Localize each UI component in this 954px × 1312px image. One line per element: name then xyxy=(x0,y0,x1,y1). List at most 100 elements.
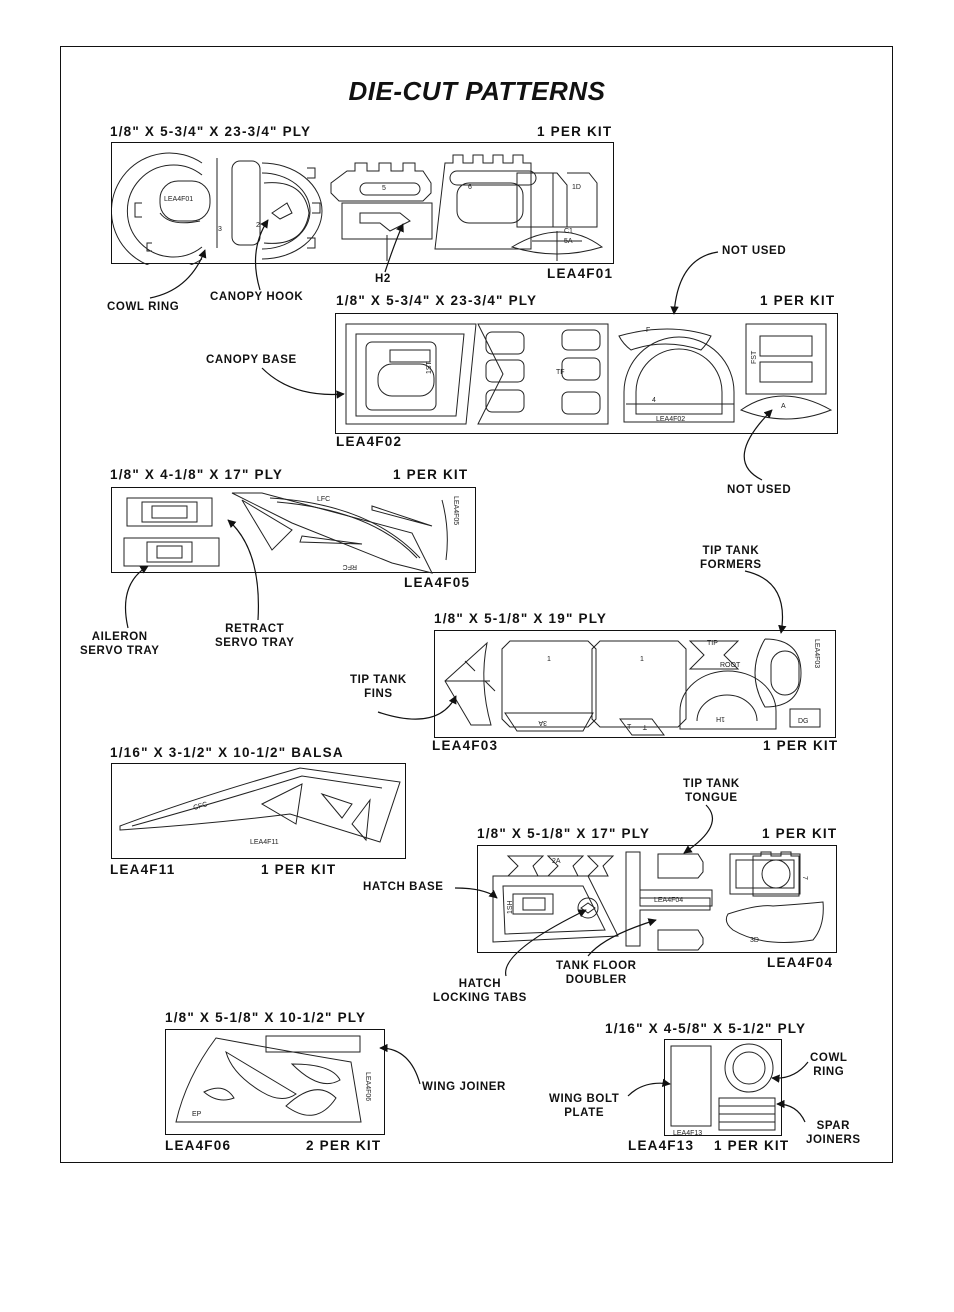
f11-mark-cfc: CFC xyxy=(193,801,209,812)
f02-mark-lea4f02: LEA4F02 xyxy=(656,416,685,423)
retract-servo-tray-line2: SERVO TRAY xyxy=(215,637,295,649)
f11-part-id: LEA4F11 xyxy=(110,862,176,877)
aileron-servo-tray-line2: SERVO TRAY xyxy=(80,645,160,657)
tip-tank-fins-line1: TIP TANK xyxy=(350,674,407,686)
f03-mark-root: ROOT xyxy=(720,662,741,669)
f05-part-id: LEA4F05 xyxy=(404,575,471,590)
f01-part-id: LEA4F01 xyxy=(547,266,614,281)
f11-parts-drawing: CFC LEA4F11 xyxy=(119,767,401,846)
retract-servo-tray-callout: RETRACT SERVO TRAY xyxy=(215,622,295,650)
not-used-top-callout: NOT USED xyxy=(722,245,787,257)
tank-floor-doubler-line2: DOUBLER xyxy=(565,974,627,986)
f06-part-id: LEA4F06 xyxy=(165,1138,232,1153)
f01-mark-2: 2 xyxy=(256,222,260,229)
hatch-locking-tabs-callout: HATCH LOCKING TABS xyxy=(433,977,527,1005)
f03-mark-1b: 1 xyxy=(640,656,644,663)
f13-mark-lea4f13: LEA4F13 xyxy=(673,1130,702,1137)
f04-mark-lea4f04: LEA4F04 xyxy=(654,897,683,904)
f02-part-id: LEA4F02 xyxy=(336,434,403,449)
f06-mark-ep: EP xyxy=(192,1111,202,1118)
f01-parts-drawing: LEA4F01 3 2 5 6 1D C1 5A xyxy=(112,152,604,265)
f01-mark-1d: 1D xyxy=(572,184,581,191)
canopy-hook-callout: CANOPY HOOK xyxy=(210,291,304,303)
f11-sheet: CFC LEA4F11 xyxy=(111,763,406,859)
f04-sheet: 2A 1SH LEA4F04 7 3D xyxy=(477,845,837,953)
f13-material-label: 1/16" X 4-5/8" X 5-1/2" PLY xyxy=(605,1021,807,1036)
f01-mark-3: 3 xyxy=(218,226,222,233)
retract-servo-tray-line1: RETRACT xyxy=(225,623,285,635)
f06-mark-lea4f06: LEA4F06 xyxy=(364,1072,371,1101)
f04-part-id: LEA4F04 xyxy=(767,955,834,970)
f03-parts-drawing: 1 1 3A T T TIP ROOT 1H DG LEA4F03 xyxy=(444,638,821,736)
f03-mark-3a: 3A xyxy=(538,719,547,726)
tip-tank-formers-callout: TIP TANK FORMERS xyxy=(700,544,762,572)
f05-mark-lea4f05: LEA4F05 xyxy=(452,496,459,525)
tip-tank-tongue-line1: TIP TANK xyxy=(683,778,740,790)
f03-mark-lea4f03: LEA4F03 xyxy=(813,639,820,668)
f02-mark-fst: FST xyxy=(751,350,758,364)
f01-mark-c1: C1 xyxy=(564,228,573,235)
page-border xyxy=(60,46,893,1163)
aileron-servo-tray-callout: AILERON SERVO TRAY xyxy=(80,630,160,658)
tank-floor-doubler-callout: TANK FLOOR DOUBLER xyxy=(556,959,637,987)
tip-tank-tongue-line2: TONGUE xyxy=(685,792,738,804)
f02-mark-f: F xyxy=(646,327,650,334)
f13-sheet: LEA4F13 xyxy=(664,1039,782,1137)
f01-material-label: 1/8" X 5-3/4" X 23-3/4" PLY xyxy=(110,124,312,139)
canopy-base-callout: CANOPY BASE xyxy=(206,354,297,366)
spar-joiners-line2: JOINERS xyxy=(806,1134,861,1146)
f06-sheet: EP LEA4F06 xyxy=(165,1029,385,1135)
f01-mark-5a: 5A xyxy=(564,238,573,245)
f05-mark-rfc: RFC xyxy=(343,563,357,570)
wing-bolt-plate-line1: WING BOLT xyxy=(549,1093,620,1105)
f02-material-label: 1/8" X 5-3/4" X 23-3/4" PLY xyxy=(336,293,538,308)
f03-mark-1h: 1H xyxy=(716,715,725,722)
f04-material-label: 1/8" X 5-1/8" X 17" PLY xyxy=(477,826,651,841)
f11-material-label: 1/16" X 3-1/2" X 10-1/2" BALSA xyxy=(110,745,344,760)
f05-qty-label: 1 PER KIT xyxy=(393,467,469,482)
f11-mark-lea4f11: LEA4F11 xyxy=(250,839,279,846)
f01-sheet: LEA4F01 3 2 5 6 1D C1 5A xyxy=(111,142,614,265)
f01-mark-5: 5 xyxy=(382,185,386,192)
hatch-locking-tabs-line2: LOCKING TABS xyxy=(433,992,527,1004)
cowl-ring-small-line1: COWL xyxy=(810,1052,848,1064)
page-title: DIE-CUT PATTERNS xyxy=(348,76,606,106)
f02-mark-a: A xyxy=(781,403,786,410)
f01-mark-6: 6 xyxy=(468,184,472,191)
f05-mark-lfc: LFC xyxy=(317,496,330,503)
spar-joiners-line1: SPAR xyxy=(816,1120,851,1132)
f06-material-label: 1/8" X 5-1/8" X 10-1/2" PLY xyxy=(165,1010,367,1025)
f02-parts-drawing: 1ST TF F 4 LEA4F02 A FST xyxy=(345,323,833,425)
f03-mark-t1: T xyxy=(627,724,632,731)
f05-material-label: 1/8" X 4-1/8" X 17" PLY xyxy=(110,467,284,482)
tip-tank-fins-callout: TIP TANK FINS xyxy=(350,673,407,701)
tip-tank-fins-line2: FINS xyxy=(364,688,393,700)
not-used-bottom-callout: NOT USED xyxy=(727,484,792,496)
f05-parts-drawing: LFC RFC LEA4F05 xyxy=(123,492,459,574)
f04-mark-1sh: 1SH xyxy=(507,900,514,914)
f02-mark-tf: TF xyxy=(556,369,565,376)
f03-mark-1a: 1 xyxy=(547,656,551,663)
f01-mark-lea4f01: LEA4F01 xyxy=(164,196,193,203)
f04-qty-label: 1 PER KIT xyxy=(762,826,838,841)
f02-qty-label: 1 PER KIT xyxy=(760,293,836,308)
f13-qty-label: 1 PER KIT xyxy=(714,1138,790,1153)
f13-parts-drawing: LEA4F13 xyxy=(670,1043,776,1137)
f02-mark-1st: 1ST xyxy=(426,360,433,374)
f03-part-id: LEA4F03 xyxy=(432,738,499,753)
f04-mark-2a: 2A xyxy=(552,858,561,865)
f06-qty-label: 2 PER KIT xyxy=(306,1138,382,1153)
f02-mark-4: 4 xyxy=(652,397,656,404)
f03-mark-tip: TIP xyxy=(707,640,718,647)
tip-tank-formers-line1: TIP TANK xyxy=(702,545,760,557)
f03-qty-label: 1 PER KIT xyxy=(763,738,839,753)
f03-material-label: 1/8" X 5-1/8" X 19" PLY xyxy=(434,611,608,626)
f05-sheet: LFC RFC LEA4F05 xyxy=(111,487,476,574)
f02-sheet: 1ST TF F 4 LEA4F02 A FST xyxy=(335,313,838,434)
f11-qty-label: 1 PER KIT xyxy=(261,862,337,877)
wing-bolt-plate-line2: PLATE xyxy=(564,1107,605,1119)
wing-bolt-plate-callout: WING BOLT PLATE xyxy=(549,1092,619,1120)
h2-callout: H2 xyxy=(375,273,391,285)
tip-tank-formers-line2: FORMERS xyxy=(700,559,762,571)
f03-mark-t2: T xyxy=(642,723,647,730)
